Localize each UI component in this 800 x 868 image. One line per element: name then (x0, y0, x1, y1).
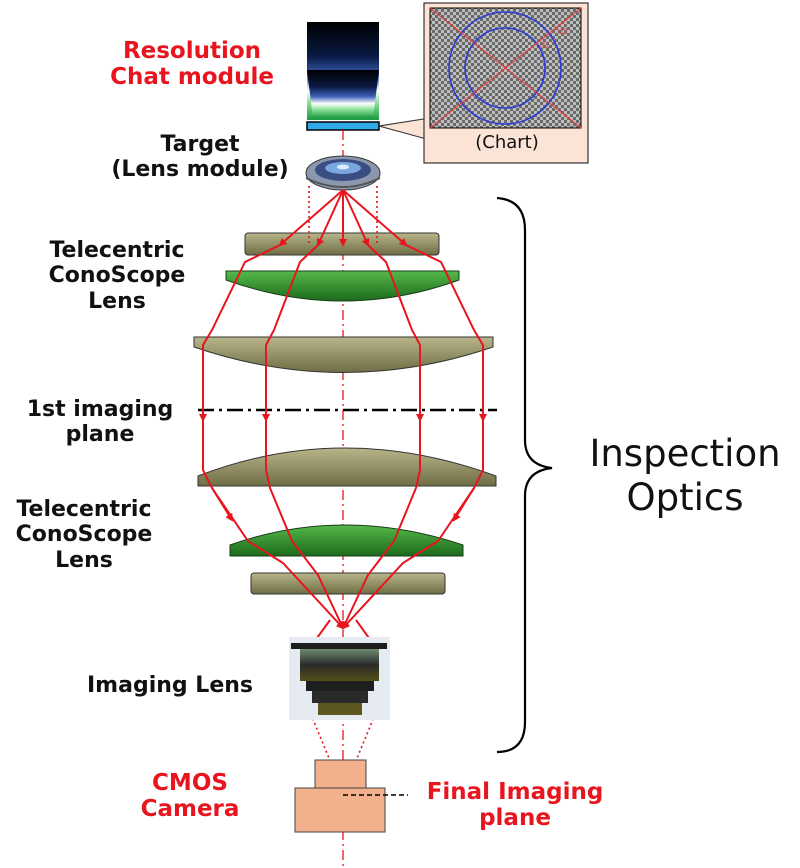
chart-mark-d2: d2 (558, 27, 568, 36)
lower-telecentric-label: Telecentric ConoScope Lens (15, 497, 153, 573)
chart-callout: d1 d2 (378, 2, 589, 164)
first-imaging-plane-label: 1st imaging plane (26, 397, 174, 448)
chart-plate (306, 121, 380, 131)
cmos-camera (294, 759, 386, 833)
imaging-lens-label: Imaging Lens (86, 673, 253, 698)
inspection-optics-brace (496, 196, 553, 754)
final-imaging-plane-label: Final Imaging plane (426, 779, 604, 832)
cmos-camera-label: CMOS Camera (140, 770, 240, 823)
inspection-optics-label: Inspection Optics (589, 432, 781, 520)
imaging-lens (289, 637, 390, 720)
chart-label: (Chart) (475, 132, 539, 153)
upper-telecentric-label: Telecentric ConoScope Lens (48, 238, 186, 314)
resolution-chart-module (307, 22, 379, 120)
lower-telecentric-lens-group (197, 447, 497, 595)
chart-mark-d1: d1 (540, 41, 550, 50)
target-lens-module (305, 155, 381, 191)
resolution-module-label: Resolution Chat module (110, 38, 274, 91)
upper-telecentric-lens-group (193, 232, 494, 373)
target-label: Target (Lens module) (111, 132, 289, 183)
